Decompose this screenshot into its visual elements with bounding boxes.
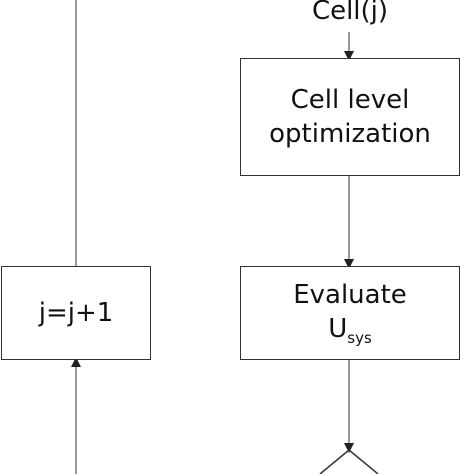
cell-j-label: Cell(j) [311, 0, 389, 26]
evaluate-box-line2: Usys [328, 312, 372, 349]
usys-symbol: U [328, 313, 348, 344]
cell-box-line2: optimization [269, 119, 431, 149]
usys-subscript: sys [347, 328, 372, 347]
cell-level-optimization-box: Cell level optimization [240, 58, 460, 176]
increment-j-box: j=j+1 [1, 266, 151, 360]
evaluate-box-line1: Evaluate [293, 279, 407, 310]
cell-box-line1: Cell level [290, 85, 410, 115]
increment-box-label: j=j+1 [38, 298, 114, 328]
decision-diamond [319, 449, 379, 474]
evaluate-usys-box: Evaluate Usys [240, 266, 460, 360]
